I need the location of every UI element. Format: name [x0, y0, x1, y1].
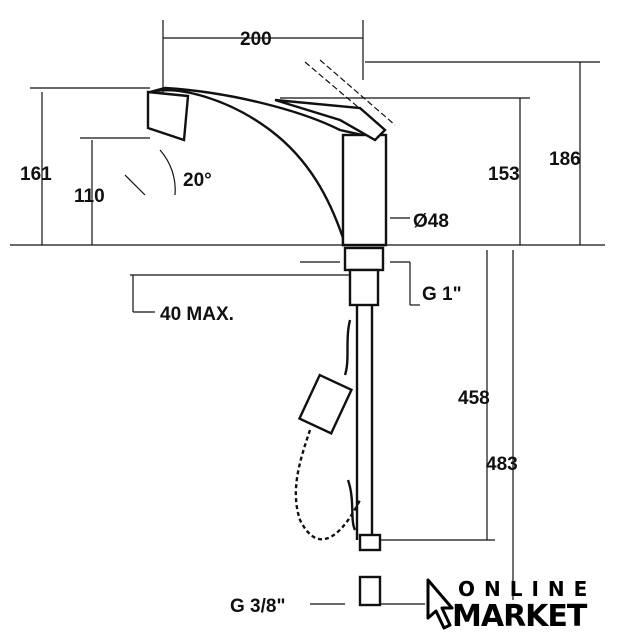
dim-153: 153	[488, 164, 520, 185]
dim-diameter-48: Ø48	[413, 211, 449, 232]
logo-line2: MARKET	[452, 599, 588, 634]
cursor-arrow-icon	[426, 578, 454, 630]
dim-40-max: 40 MAX.	[160, 304, 234, 325]
online-market-logo: ONLINE MARKET	[426, 577, 596, 634]
dim-thread-g38: G 3/8"	[230, 596, 285, 617]
logo-line1: ONLINE	[458, 577, 596, 601]
dim-110: 110	[74, 186, 105, 207]
dim-161: 161	[20, 164, 52, 185]
dim-458: 458	[458, 388, 490, 409]
dimension-lines	[10, 20, 605, 605]
dim-186: 186	[549, 149, 581, 170]
dim-200: 200	[240, 29, 272, 50]
dim-angle-20: 20°	[183, 170, 212, 191]
faucet-body	[146, 59, 396, 607]
dim-483: 483	[486, 454, 518, 475]
dim-thread-g1: G 1"	[422, 284, 462, 305]
